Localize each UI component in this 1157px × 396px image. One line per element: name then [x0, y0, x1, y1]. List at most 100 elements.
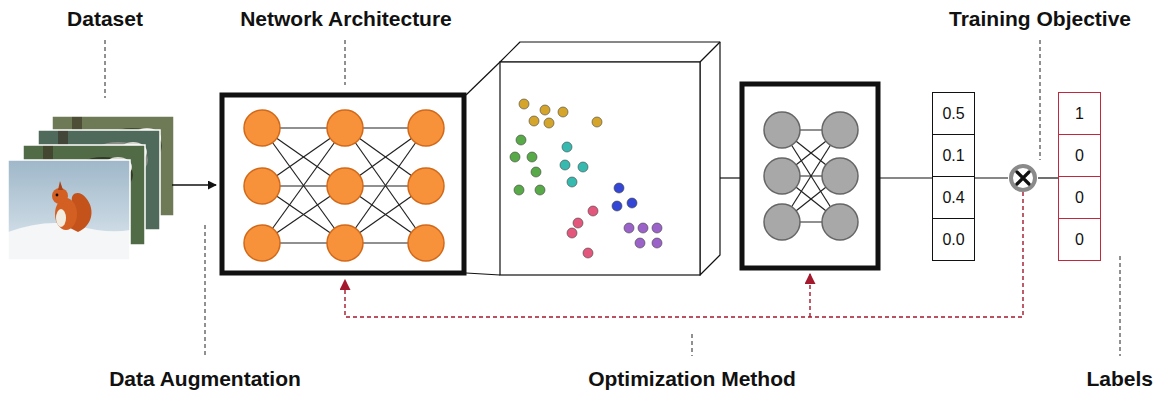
cell-value: 1: [1075, 105, 1084, 123]
neuron: [244, 110, 280, 146]
vector-cell: 0.0: [932, 218, 975, 261]
label-cell: 0: [1058, 176, 1101, 219]
leader-line: [205, 225, 206, 356]
photo: [8, 160, 130, 260]
cube-side: [500, 42, 720, 275]
embedding-dot: [652, 238, 662, 248]
leader-line: [345, 40, 346, 85]
embedding-dot: [588, 206, 598, 216]
wire: [1038, 177, 1058, 178]
embedding-dot: [583, 248, 593, 258]
label-cell: 0: [1058, 134, 1101, 177]
embedding-dot: [531, 167, 541, 177]
squirrel-belly: [56, 209, 66, 227]
neuron: [327, 110, 363, 146]
wire: [878, 177, 932, 178]
neuron: [764, 204, 800, 240]
cell-value: 0: [1075, 231, 1084, 249]
leader-line: [692, 334, 693, 356]
embedding-dot: [652, 223, 662, 233]
embedding-dot: [578, 162, 588, 172]
squirrel-ear: [58, 181, 63, 190]
embedding-dot: [540, 105, 550, 115]
embedding-dot: [519, 99, 529, 109]
operator-cross: [1017, 172, 1029, 184]
cube-front: [500, 62, 700, 275]
neuron: [764, 112, 800, 148]
neuron: [408, 168, 444, 204]
embedding-dot: [558, 107, 568, 117]
neuron: [822, 204, 858, 240]
embedding-dot: [567, 177, 577, 187]
operator-ring: [1011, 166, 1035, 190]
neuron: [408, 110, 444, 146]
callout-label: Training Objective: [949, 7, 1131, 30]
cell-value: 0.4: [942, 189, 964, 207]
neuron: [764, 158, 800, 194]
cell-value: 0.0: [942, 231, 964, 249]
leader-line: [1040, 40, 1041, 160]
input-arrow: [172, 184, 216, 186]
photo-bg: [8, 160, 130, 260]
callout-label: Labels: [1086, 367, 1153, 390]
cube-edge: [700, 42, 720, 62]
photo-frame: [8, 160, 130, 260]
neural-network: [764, 112, 858, 240]
leader-line: [105, 40, 106, 98]
embedding-dot: [592, 117, 602, 127]
wire: [975, 177, 1008, 178]
multiply-symbol: [1011, 166, 1035, 190]
embedding-dot: [627, 198, 637, 208]
embedding-dot: [544, 118, 554, 128]
embedding-dot: [527, 152, 537, 162]
embedding-dot: [562, 142, 572, 152]
squirrel-head: [52, 188, 68, 204]
callout-label: Dataset: [67, 7, 143, 30]
embedding-dot: [514, 185, 524, 195]
embedding-dot: [560, 160, 570, 170]
callout-label: Network Architecture: [240, 7, 452, 30]
neuron: [327, 168, 363, 204]
cell-value: 0: [1075, 189, 1084, 207]
cell-value: 0.5: [942, 105, 964, 123]
vector-cell: 0.4: [932, 176, 975, 219]
label-cell: 1: [1058, 92, 1101, 135]
network-box: [222, 95, 464, 273]
projection-line: [466, 273, 500, 275]
neural-network: [244, 110, 444, 261]
label-cell: 0: [1058, 218, 1101, 261]
embedding-dot: [638, 223, 648, 233]
wire: [720, 177, 742, 178]
embedding-dot: [614, 183, 624, 193]
cell-value: 0: [1075, 147, 1084, 165]
embedding-dot: [635, 238, 645, 248]
neuron: [822, 158, 858, 194]
feedback-line: [809, 274, 810, 317]
embedding-dot: [573, 218, 583, 228]
embedding-dot: [624, 223, 634, 233]
feature-space: [466, 42, 720, 275]
embedding-dot: [529, 116, 539, 126]
callout-label: Optimization Method: [588, 367, 796, 390]
embedding-dot: [516, 135, 526, 145]
embedding-dot: [612, 201, 622, 211]
neuron: [822, 112, 858, 148]
leader-line: [1120, 256, 1121, 356]
squirrel-eye: [56, 194, 59, 197]
vector-cell: 0.1: [932, 134, 975, 177]
neuron: [244, 225, 280, 261]
neuron: [408, 225, 444, 261]
vector-cell: 0.5: [932, 92, 975, 135]
embedding-dot: [535, 185, 545, 195]
callout-label: Data Augmentation: [109, 367, 301, 390]
embedding-dot: [567, 228, 577, 238]
cell-value: 0.1: [942, 147, 964, 165]
neuron: [244, 168, 280, 204]
embedding-dot: [510, 152, 520, 162]
feedback-line: [345, 192, 1023, 317]
network-box: [742, 84, 878, 268]
neuron: [327, 225, 363, 261]
